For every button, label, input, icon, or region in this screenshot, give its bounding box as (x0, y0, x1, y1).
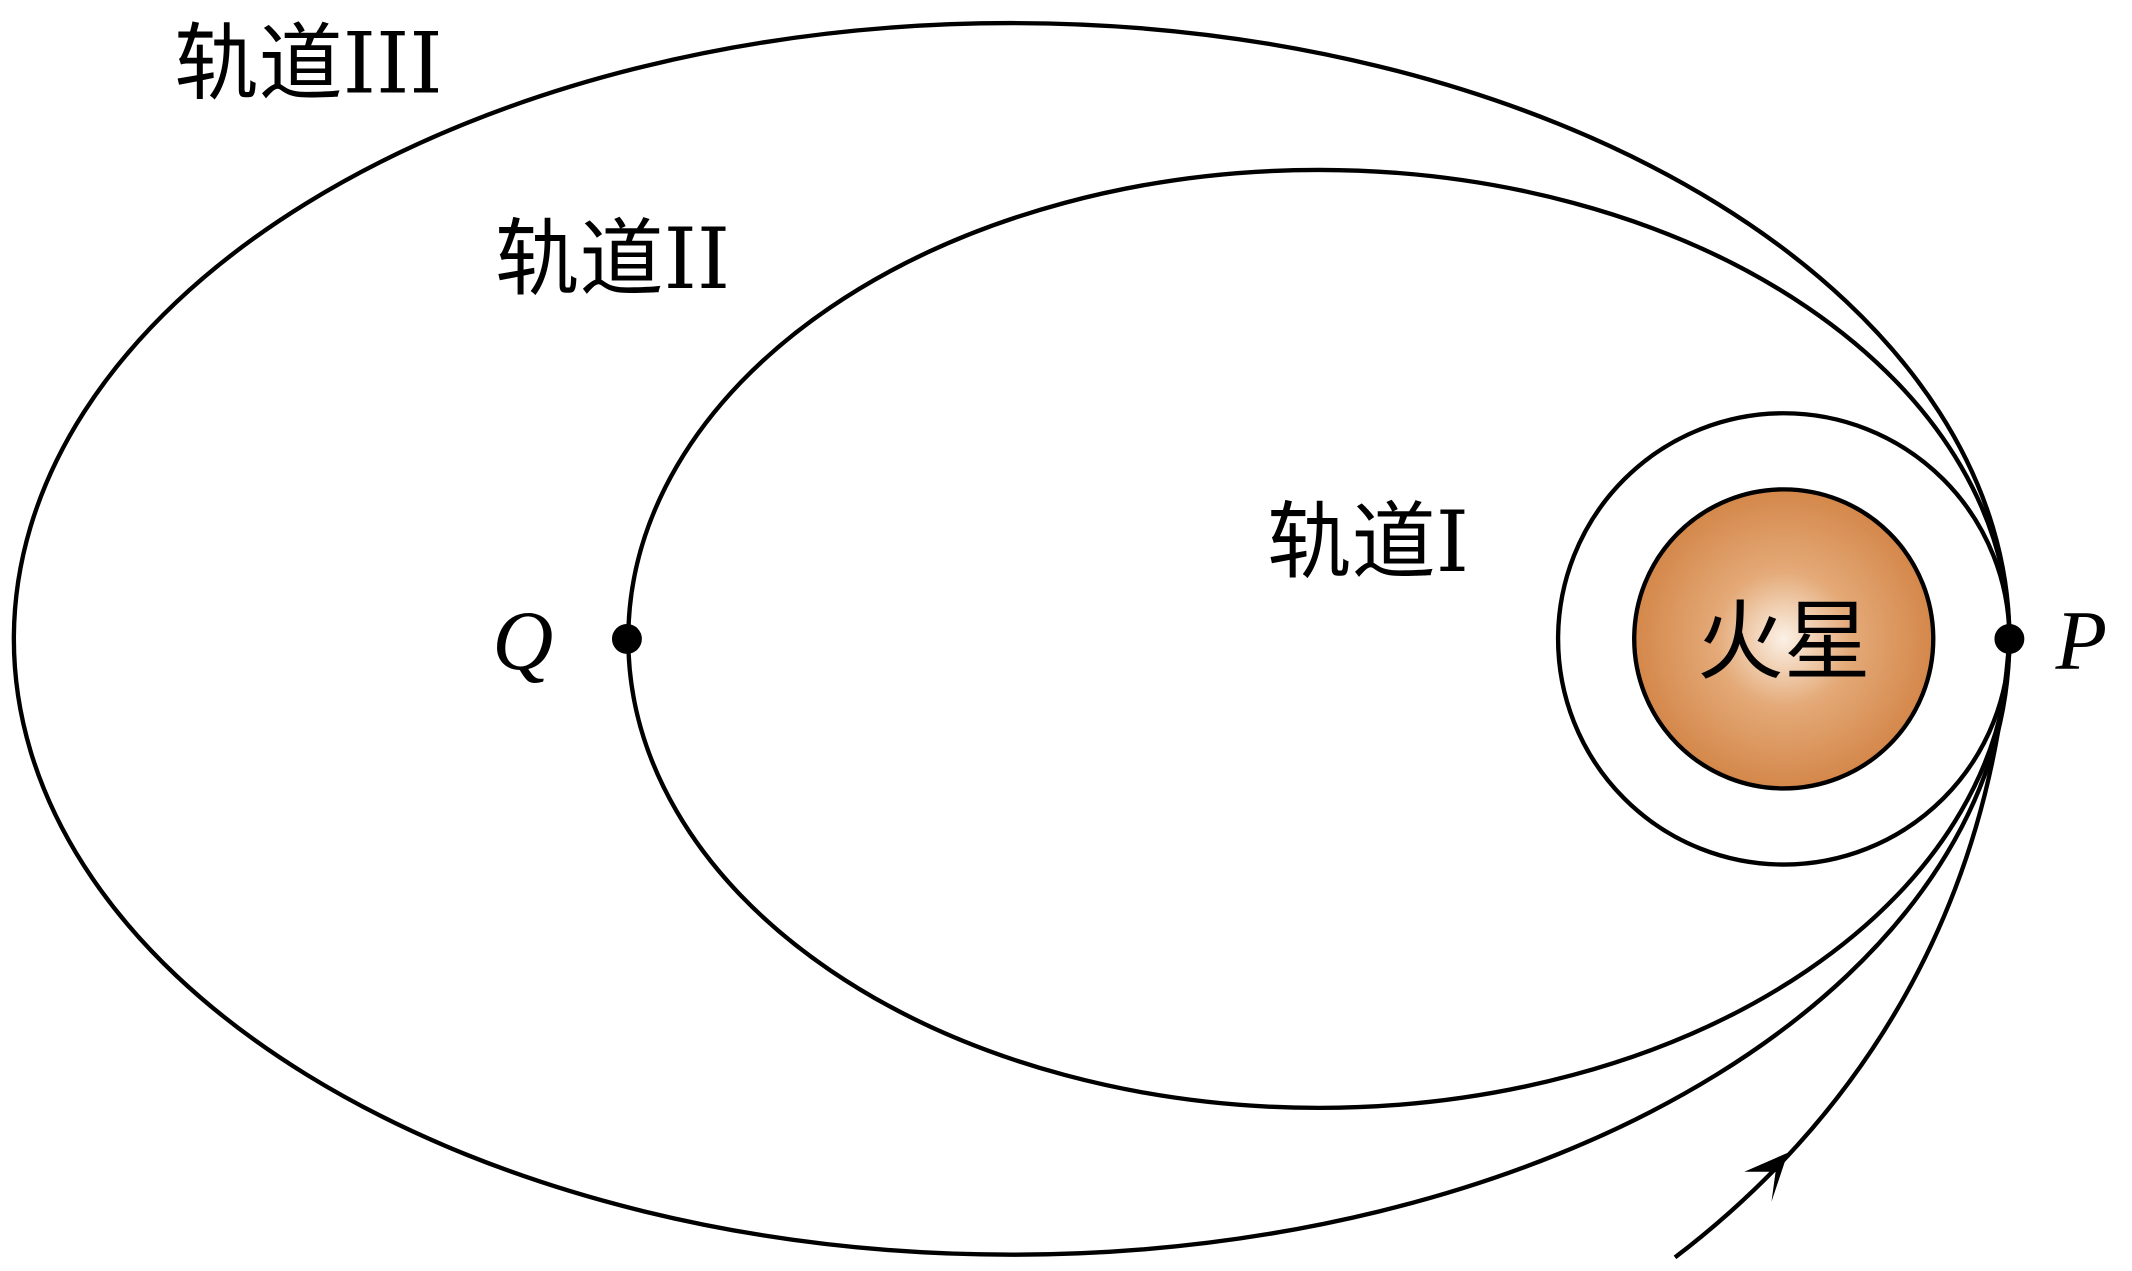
approach-trajectory (1673, 638, 2012, 1260)
orbit-2-label: 轨道II (495, 210, 730, 308)
point-q-label: Q (492, 595, 553, 688)
planet-label: 火星 (1697, 591, 1871, 693)
point-p-dot (1994, 623, 2025, 654)
point-p-label: P (2055, 595, 2107, 688)
orbit-3-label: 轨道III (174, 14, 442, 112)
arrow-head-icon (1744, 1152, 1788, 1202)
mars-planet (1632, 487, 1936, 791)
point-q-dot (611, 623, 642, 654)
orbit-1-label: 轨道I (1267, 493, 1469, 591)
